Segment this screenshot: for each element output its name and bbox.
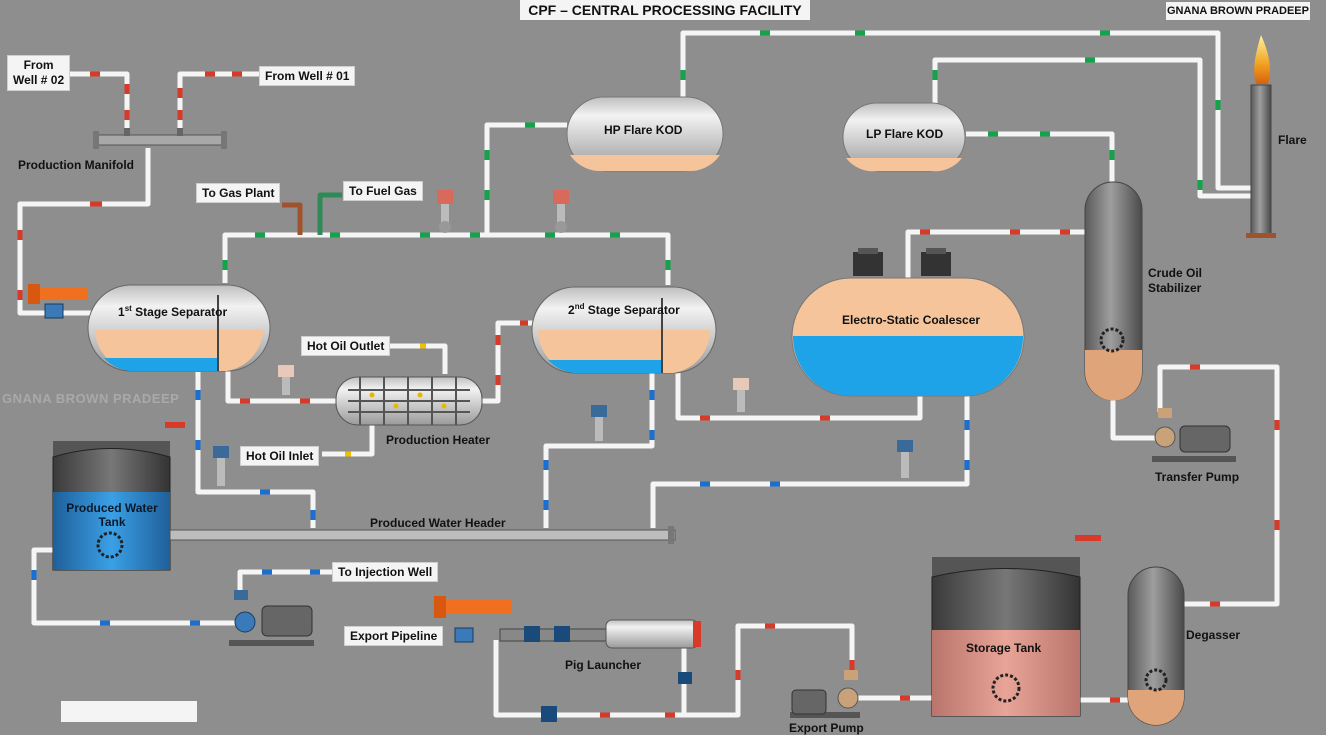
produced-water-tank <box>52 422 185 571</box>
coalescer-label: Electro-Static Coalescer <box>842 313 981 327</box>
flare-label: Flare <box>1278 133 1307 147</box>
heater-label: Production Heater <box>386 433 491 447</box>
degasser <box>1127 566 1185 726</box>
injection-pump <box>229 605 314 646</box>
transfer-pump <box>1152 425 1236 462</box>
lp-flare-kod <box>842 102 966 172</box>
manifold-label: Production Manifold <box>18 158 134 172</box>
degasser-label: Degasser <box>1186 628 1241 642</box>
hp-kod-label: HP Flare KOD <box>604 123 683 137</box>
pipe-lpkod-flare <box>932 57 1252 199</box>
hot-oil-inlet-label: Hot Oil Inlet <box>240 446 320 466</box>
sep2-label: 2nd Stage Separator <box>568 302 680 317</box>
from-well-02-label: From Well # 02 <box>7 55 71 91</box>
to-injection-well-label: To Injection Well <box>332 562 439 582</box>
pipe-well01 <box>177 71 259 132</box>
pipe-hot-oil-inlet <box>322 425 375 457</box>
pipe-hp-flare <box>484 122 567 235</box>
control-valves <box>213 190 1172 684</box>
export-pipeline-label: Export Pipeline <box>344 626 444 646</box>
second-stage-separator <box>531 286 717 374</box>
production-manifold <box>93 128 227 149</box>
pipe-gas-header <box>222 232 671 285</box>
pipe-to-gas-plant <box>282 202 303 235</box>
pipe-heater-sep2 <box>478 320 537 404</box>
pipe-hot-oil-outlet <box>390 343 448 374</box>
stabilizer-label: Crude Oil Stabilizer <box>1148 266 1203 295</box>
to-gas-plant-label: To Gas Plant <box>196 183 281 203</box>
page-title: CPF – CENTRAL PROCESSING FACILITY <box>520 0 810 20</box>
pipe-well02 <box>70 71 130 132</box>
to-fuel-gas-label: To Fuel Gas <box>343 181 423 201</box>
inlet-control-valve <box>28 284 88 319</box>
pig-launcher-label: Pig Launcher <box>565 658 642 672</box>
pipe-hpkod-flare <box>680 30 1252 191</box>
pipe-sep2-coal <box>675 372 923 421</box>
storage-tank <box>931 535 1101 717</box>
pw-header-label: Produced Water Header <box>370 516 506 530</box>
pipe-coal-water <box>650 395 970 528</box>
pipe-lp-flare-in <box>966 131 1115 188</box>
export-pump <box>790 687 860 718</box>
watermark: GNANA BROWN PRADEEP <box>2 391 180 406</box>
pw-tank-label: Produced Water Tank <box>66 501 158 529</box>
pipe-pwtank-inj <box>31 547 240 626</box>
pipe-coal-stab <box>905 229 1085 278</box>
pipe-pump-degasser <box>1157 364 1280 607</box>
sep1-label: 1st Stage Separator <box>118 304 228 319</box>
lp-kod-label: LP Flare KOD <box>866 127 944 141</box>
export-pump-label: Export Pump <box>789 721 864 735</box>
pipe-sep2-water <box>543 372 655 528</box>
hp-flare-kod <box>566 96 724 172</box>
hot-oil-outlet-label: Hot Oil Outlet <box>301 336 391 356</box>
brand-label: GNANA BROWN PRADEEP <box>1166 2 1310 20</box>
electrostatic-coalescer <box>791 248 1025 397</box>
crude-oil-stabilizer <box>1084 181 1143 401</box>
pig-launcher <box>434 596 701 722</box>
produced-water-header <box>169 526 676 544</box>
pipe-stab-pump <box>1110 398 1160 441</box>
transfer-pump-label: Transfer Pump <box>1155 470 1240 484</box>
production-heater <box>335 376 483 426</box>
flare-stack <box>1246 35 1276 238</box>
pipe-to-fuel-gas <box>317 192 342 235</box>
storage-tank-label: Storage Tank <box>966 641 1042 655</box>
from-well-01-label: From Well # 01 <box>259 66 356 86</box>
first-stage-separator <box>87 284 271 372</box>
blank-panel <box>61 701 197 722</box>
pipe-inj-well <box>237 569 332 600</box>
